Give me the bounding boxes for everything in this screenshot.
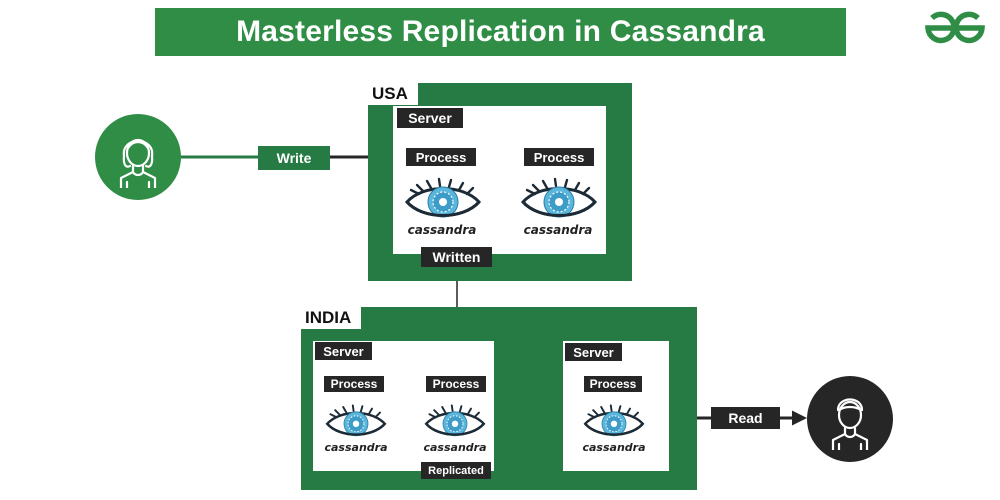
cassandra-eye-icon [521,176,597,226]
cassandra-wordmark: cassandra [324,441,388,454]
cassandra-wordmark: cassandra [423,441,487,454]
india-b-process-label-1: Process [584,376,642,392]
india-a-process-label-2: Process [426,376,486,392]
usa-server-label: Server [397,108,463,128]
usa-process-label-1: Process [406,148,476,166]
india-server-b [563,341,669,471]
page-title: Masterless Replication in Cassandra [155,8,846,56]
india-server-a-label: Server [315,342,372,360]
cassandra-eye-icon [583,403,645,443]
write-edge-label: Write [258,146,330,170]
usa-server [393,106,606,254]
cassandra-wordmark: cassandra [582,441,646,454]
written-label: Written [421,247,492,267]
india-server-b-label: Server [565,343,622,361]
usa-region-label: USA [368,84,412,104]
india-server-a [313,341,494,471]
cassandra-wordmark: cassandra [407,223,477,237]
cassandra-eye-icon [424,403,486,443]
geeksforgeeks-logo-icon [922,8,988,48]
read-edge-label: Read [711,407,780,429]
replicated-label: Replicated [421,462,491,479]
cassandra-eye-icon [405,176,481,226]
writer-user [95,114,181,200]
cassandra-wordmark: cassandra [523,223,593,237]
india-region-label: INDIA [301,308,356,328]
india-a-process-label-1: Process [324,376,384,392]
male-user-icon [825,388,875,452]
usa-process-label-2: Process [524,148,594,166]
reader-user [807,376,893,462]
female-user-icon [113,126,163,190]
cassandra-eye-icon [325,403,387,443]
